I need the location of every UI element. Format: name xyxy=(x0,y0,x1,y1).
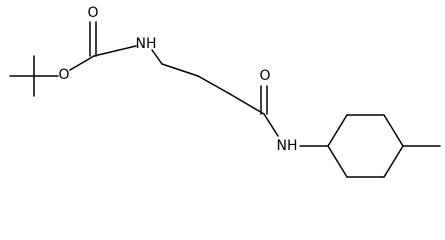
bond-nitrogen-chain xyxy=(151,49,163,65)
bond-ring-3 xyxy=(383,114,404,147)
bond-chain-1 xyxy=(161,63,199,77)
chemical-structure-diagram: O O NH O NH xyxy=(9,5,441,178)
carbamate-nitrogen-label: NH xyxy=(136,36,157,52)
amide-nitrogen-label: NH xyxy=(277,138,298,154)
bond-ring-6 xyxy=(327,145,348,178)
ester-oxygen-label: O xyxy=(58,67,69,83)
bond-carbonyl-nitrogen xyxy=(93,45,137,57)
bond-chain-2 xyxy=(197,75,231,95)
carbamate-oxygen-label: O xyxy=(87,5,98,21)
bond-ring-4 xyxy=(383,145,404,178)
bond-chain-3 xyxy=(229,93,265,115)
bond-ring-1 xyxy=(327,114,348,147)
bond-amide-carbon-nitrogen xyxy=(263,113,279,137)
bond-ester-oxygen-carbonyl xyxy=(69,55,95,71)
amide-oxygen-label: O xyxy=(259,68,270,84)
